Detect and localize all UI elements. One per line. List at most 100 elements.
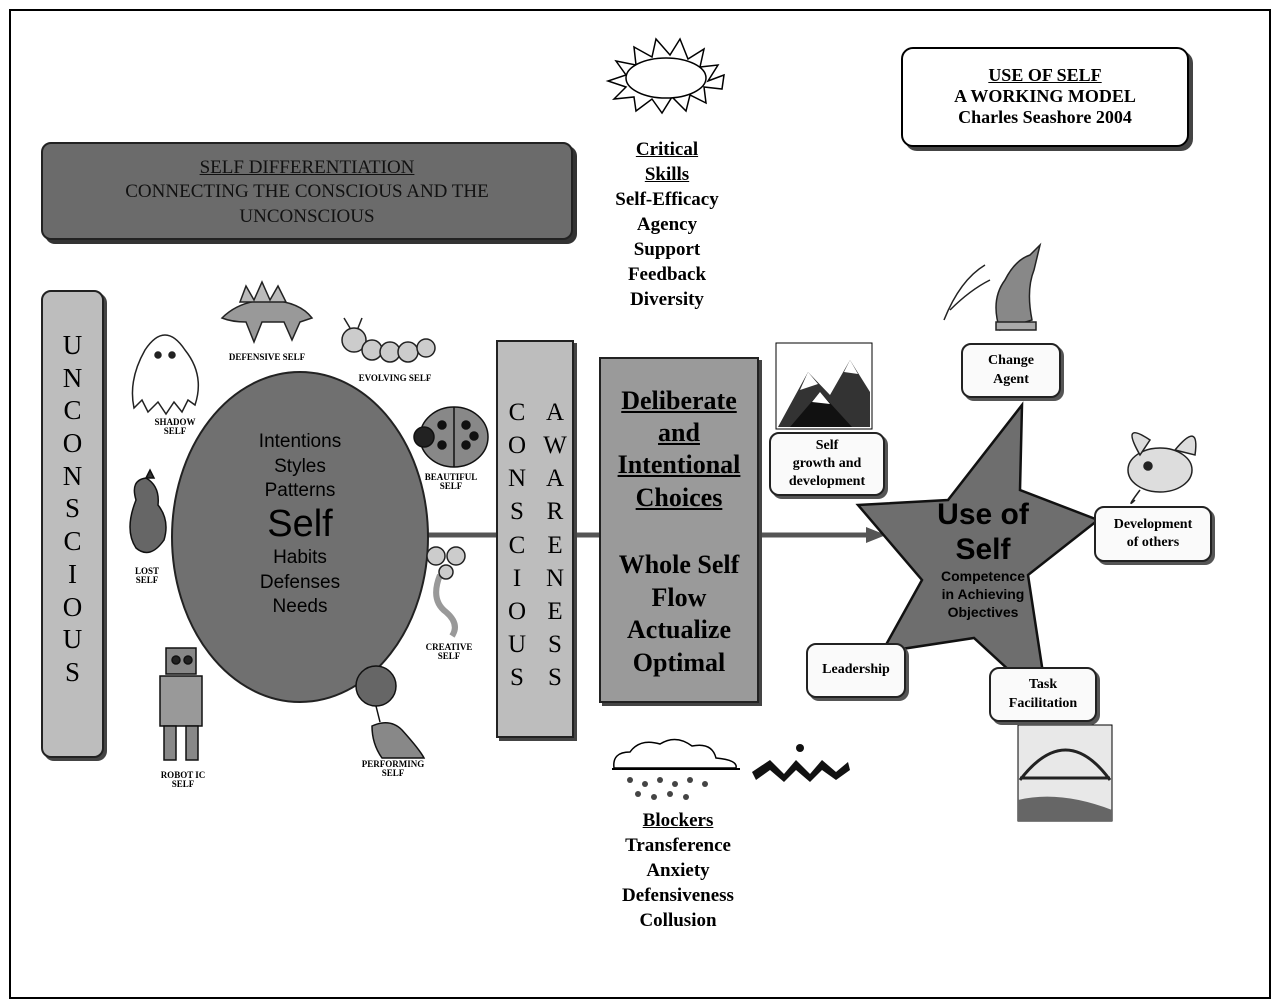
star-subtitle-line: Objectives (947, 604, 1019, 621)
awareness-letters: A W A R E N E S S (540, 400, 570, 690)
robot-icon (159, 647, 203, 761)
box-line: Leadership (822, 662, 890, 678)
box-line: Agent (993, 371, 1029, 387)
dinosaur-icon (220, 280, 314, 345)
box-line: Development (1113, 516, 1193, 532)
awareness-letter: R (546, 498, 564, 526)
skill-item: Feedback (627, 264, 707, 286)
unconscious-letter: C (63, 395, 82, 426)
self-trait: Habits (273, 546, 327, 568)
seal-balloon-icon (355, 665, 426, 759)
awareness-letter: W (543, 432, 567, 460)
box-line: Facilitation (1008, 695, 1078, 711)
blocker-item: Collusion (639, 910, 717, 932)
self-differentiation-box: SELF DIFFERENTIATION CONNECTING THE CONS… (41, 142, 573, 240)
label-line: SELF (163, 426, 187, 437)
skill-item: Self-Efficacy (615, 189, 719, 211)
choice-item: Actualize (627, 615, 731, 644)
choices-heading: Intentional (617, 450, 741, 480)
unconscious-letter: O (62, 428, 83, 459)
choices-heading: and (658, 418, 700, 448)
self-ellipse-text: Intentions Styles Patterns Self Habits D… (200, 430, 400, 620)
conscious-letter: S (510, 664, 524, 691)
box-line: growth and (792, 455, 862, 471)
label-line: SHADOW (154, 417, 196, 427)
awareness-letter: A (545, 465, 565, 493)
label-line: SELF (135, 575, 159, 586)
self-diff-line-2: CONNECTING THE CONSCIOUS AND THE (125, 181, 489, 203)
blocker-item: Anxiety (646, 860, 710, 882)
skill-item: Diversity (630, 289, 704, 311)
awareness-letter: N (545, 564, 565, 592)
choice-item: Whole Self (618, 550, 740, 579)
star-title-1: Use of (937, 498, 1029, 531)
blockers-heading: Blockers (642, 810, 714, 831)
choice-item: Optimal (632, 647, 726, 677)
label-line: LOST (134, 566, 159, 576)
development-of-others-box: Development of others (1094, 506, 1212, 562)
skill-item: Agency (636, 214, 698, 236)
title-line-3: Charles Seashore 2004 (958, 107, 1132, 128)
box-line: Task (1028, 677, 1058, 693)
choices-heading: Choices (635, 482, 723, 512)
title-line-2: A WORKING MODEL (954, 86, 1136, 107)
awareness-letter: A (545, 399, 565, 426)
conscious-letter: O (507, 432, 527, 460)
dragon-icon (943, 242, 1042, 331)
unconscious-letter: N (62, 460, 83, 491)
ghost-icon (131, 334, 200, 416)
star-subtitle-line: Competence (940, 568, 1026, 584)
mountain-icon (775, 342, 873, 430)
label-line: BEAUTIFUL (424, 472, 478, 482)
unconscious-letter: I (68, 558, 77, 589)
unconscious-column: U N C O N S C I O U S (41, 290, 104, 758)
box-line: of others (1126, 535, 1180, 550)
self-trait: Intentions (258, 431, 342, 452)
flow-arrow-head (866, 527, 886, 543)
awareness-letter: E (547, 597, 563, 625)
title-line-1: USE OF SELF (988, 65, 1102, 85)
defensive-self-label: DEFENSIVE SELF (212, 352, 322, 362)
dancing-figures-icon (752, 744, 850, 782)
blocker-item: Transference (625, 835, 731, 857)
label-line: PERFORMING (361, 759, 425, 769)
star-subtitle-line: in Achieving (941, 586, 1025, 603)
conscious-letter: C (508, 399, 526, 426)
flying-creature-icon (1127, 431, 1197, 505)
creative-creature-icon (426, 546, 466, 638)
choices-heading: Deliberate (621, 386, 737, 415)
self-trait: Patterns (264, 480, 336, 502)
self-diff-line-3: UNCONSCIOUS (239, 205, 375, 227)
conscious-letter: N (507, 465, 527, 493)
unconscious-letter: N (62, 362, 83, 393)
self-ellipse (171, 371, 429, 703)
sun-icon (605, 37, 725, 115)
box-line: Change (988, 353, 1034, 369)
awareness-letter: S (548, 630, 562, 658)
self-trait: Defenses (259, 571, 341, 593)
unconscious-letter: U (62, 624, 83, 655)
rooster-icon (129, 468, 167, 554)
deliberate-choices-box: Deliberate and Intentional Choices Whole… (599, 357, 759, 703)
label-line: DEFENSIVE SELF (228, 352, 306, 362)
conscious-letter: O (507, 597, 527, 625)
use-of-self-label: Use of Self Competence in Achieving Obje… (908, 498, 1058, 622)
conscious-letter: I (512, 564, 522, 592)
evolving-self-label: EVOLVING SELF (340, 373, 450, 383)
label-line: SELF (437, 651, 461, 662)
conscious-letters: C O N S C I O U S (502, 400, 532, 690)
use-of-self-star (855, 401, 1101, 710)
ladybug-icon (413, 406, 489, 468)
self-trait: Styles (274, 455, 326, 477)
conscious-letter: C (508, 531, 526, 559)
unconscious-letter: O (62, 591, 83, 622)
